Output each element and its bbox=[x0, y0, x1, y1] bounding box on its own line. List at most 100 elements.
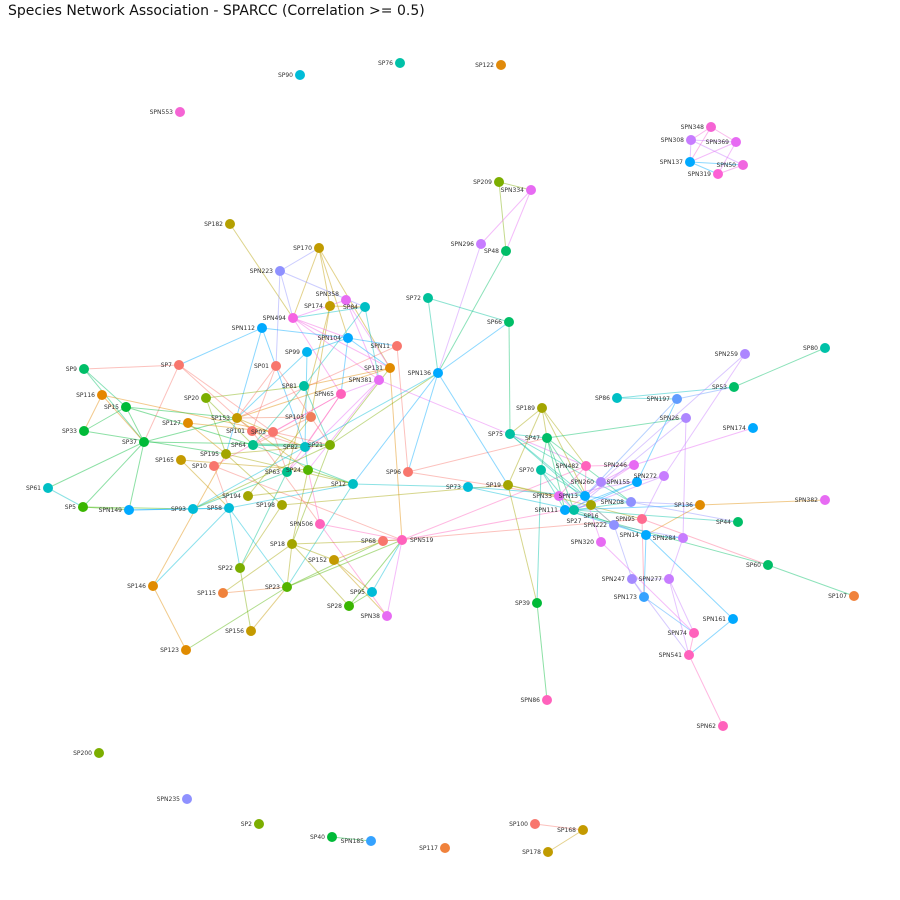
node-SPN223[interactable] bbox=[275, 266, 285, 276]
node-SP48[interactable] bbox=[501, 246, 511, 256]
node-SP7[interactable] bbox=[174, 360, 184, 370]
node-SP66[interactable] bbox=[504, 317, 514, 327]
node-SP93[interactable] bbox=[188, 504, 198, 514]
node-SPN247[interactable] bbox=[627, 574, 637, 584]
node-SP101[interactable] bbox=[247, 426, 257, 436]
node-SPN50[interactable] bbox=[738, 160, 748, 170]
node-SP53[interactable] bbox=[729, 382, 739, 392]
node-SPN86[interactable] bbox=[542, 695, 552, 705]
node-SP37[interactable] bbox=[139, 437, 149, 447]
node-SP86[interactable] bbox=[612, 393, 622, 403]
node-SP165[interactable] bbox=[176, 455, 186, 465]
node-SP195[interactable] bbox=[221, 449, 231, 459]
node-SPN553[interactable] bbox=[175, 107, 185, 117]
node-SPN259[interactable] bbox=[740, 349, 750, 359]
node-SPN104[interactable] bbox=[343, 333, 353, 343]
node-SP15[interactable] bbox=[121, 402, 131, 412]
node-SP19[interactable] bbox=[503, 480, 513, 490]
node-SPN185[interactable] bbox=[366, 836, 376, 846]
node-SP76[interactable] bbox=[395, 58, 405, 68]
node-SP23[interactable] bbox=[282, 582, 292, 592]
node-SPN494[interactable] bbox=[288, 313, 298, 323]
node-SP178[interactable] bbox=[543, 847, 553, 857]
node-SP60[interactable] bbox=[763, 560, 773, 570]
node-SPN149[interactable] bbox=[124, 505, 134, 515]
node-SP117[interactable] bbox=[440, 843, 450, 853]
node-SP75[interactable] bbox=[505, 429, 515, 439]
node-SPN14[interactable] bbox=[641, 530, 651, 540]
node-SP5[interactable] bbox=[78, 502, 88, 512]
node-SP27[interactable] bbox=[569, 505, 579, 515]
node-SP131[interactable] bbox=[385, 363, 395, 373]
node-SPN222[interactable] bbox=[609, 520, 619, 530]
node-SP156[interactable] bbox=[246, 626, 256, 636]
node-SP146[interactable] bbox=[148, 581, 158, 591]
node-SP116[interactable] bbox=[97, 390, 107, 400]
node-SP152[interactable] bbox=[329, 555, 339, 565]
node-SPN334[interactable] bbox=[526, 185, 536, 195]
node-SPN33[interactable] bbox=[554, 491, 564, 501]
node-SP107[interactable] bbox=[849, 591, 859, 601]
node-SP61[interactable] bbox=[43, 483, 53, 493]
node-SP80[interactable] bbox=[820, 343, 830, 353]
node-SPN319[interactable] bbox=[713, 169, 723, 179]
node-SPN284[interactable] bbox=[678, 533, 688, 543]
node-SP100[interactable] bbox=[530, 819, 540, 829]
node-SP47[interactable] bbox=[542, 433, 552, 443]
node-SPN482[interactable] bbox=[581, 461, 591, 471]
node-SP64[interactable] bbox=[248, 440, 258, 450]
node-SP73[interactable] bbox=[463, 482, 473, 492]
node-SPN197[interactable] bbox=[672, 394, 682, 404]
node-SPN235[interactable] bbox=[182, 794, 192, 804]
node-SPN38[interactable] bbox=[382, 611, 392, 621]
node-SPN161[interactable] bbox=[728, 614, 738, 624]
node-SPN308[interactable] bbox=[686, 135, 696, 145]
node-SP200[interactable] bbox=[94, 748, 104, 758]
node-SP170[interactable] bbox=[314, 243, 324, 253]
node-SP16[interactable] bbox=[586, 500, 596, 510]
node-SPN111[interactable] bbox=[560, 505, 570, 515]
node-SP33[interactable] bbox=[79, 426, 89, 436]
node-SP127[interactable] bbox=[183, 418, 193, 428]
node-SP03[interactable] bbox=[268, 427, 278, 437]
node-SP68[interactable] bbox=[378, 536, 388, 546]
node-SPN506[interactable] bbox=[315, 519, 325, 529]
node-SP122[interactable] bbox=[496, 60, 506, 70]
node-SP24[interactable] bbox=[303, 465, 313, 475]
node-SP84[interactable] bbox=[360, 302, 370, 312]
node-SP99[interactable] bbox=[302, 347, 312, 357]
node-SP96[interactable] bbox=[403, 467, 413, 477]
node-SPN173[interactable] bbox=[639, 592, 649, 602]
node-SPN541[interactable] bbox=[684, 650, 694, 660]
node-SPN65[interactable] bbox=[336, 389, 346, 399]
node-SP28[interactable] bbox=[344, 601, 354, 611]
node-SP22[interactable] bbox=[235, 563, 245, 573]
node-SPN246[interactable] bbox=[629, 460, 639, 470]
node-SP39[interactable] bbox=[532, 598, 542, 608]
node-SPN369[interactable] bbox=[731, 137, 741, 147]
node-SP136[interactable] bbox=[695, 500, 705, 510]
node-SP194[interactable] bbox=[243, 491, 253, 501]
node-SPN62[interactable] bbox=[718, 721, 728, 731]
node-SPN320[interactable] bbox=[596, 537, 606, 547]
node-SP01[interactable] bbox=[271, 361, 281, 371]
node-SP90[interactable] bbox=[295, 70, 305, 80]
node-SP40[interactable] bbox=[327, 832, 337, 842]
node-SPN358[interactable] bbox=[341, 295, 351, 305]
node-SP153[interactable] bbox=[232, 413, 242, 423]
node-SPN155[interactable] bbox=[632, 477, 642, 487]
node-SP44[interactable] bbox=[733, 517, 743, 527]
node-SP189[interactable] bbox=[537, 403, 547, 413]
node-SP72[interactable] bbox=[423, 293, 433, 303]
node-SPN112[interactable] bbox=[257, 323, 267, 333]
node-SP18[interactable] bbox=[287, 539, 297, 549]
node-SP182[interactable] bbox=[225, 219, 235, 229]
node-SP58[interactable] bbox=[224, 503, 234, 513]
node-SPN381[interactable] bbox=[374, 375, 384, 385]
node-SP115[interactable] bbox=[218, 588, 228, 598]
node-SPN277[interactable] bbox=[664, 574, 674, 584]
node-SPN13[interactable] bbox=[580, 491, 590, 501]
node-SPN260[interactable] bbox=[596, 477, 606, 487]
node-SP168[interactable] bbox=[578, 825, 588, 835]
node-SP81[interactable] bbox=[299, 381, 309, 391]
